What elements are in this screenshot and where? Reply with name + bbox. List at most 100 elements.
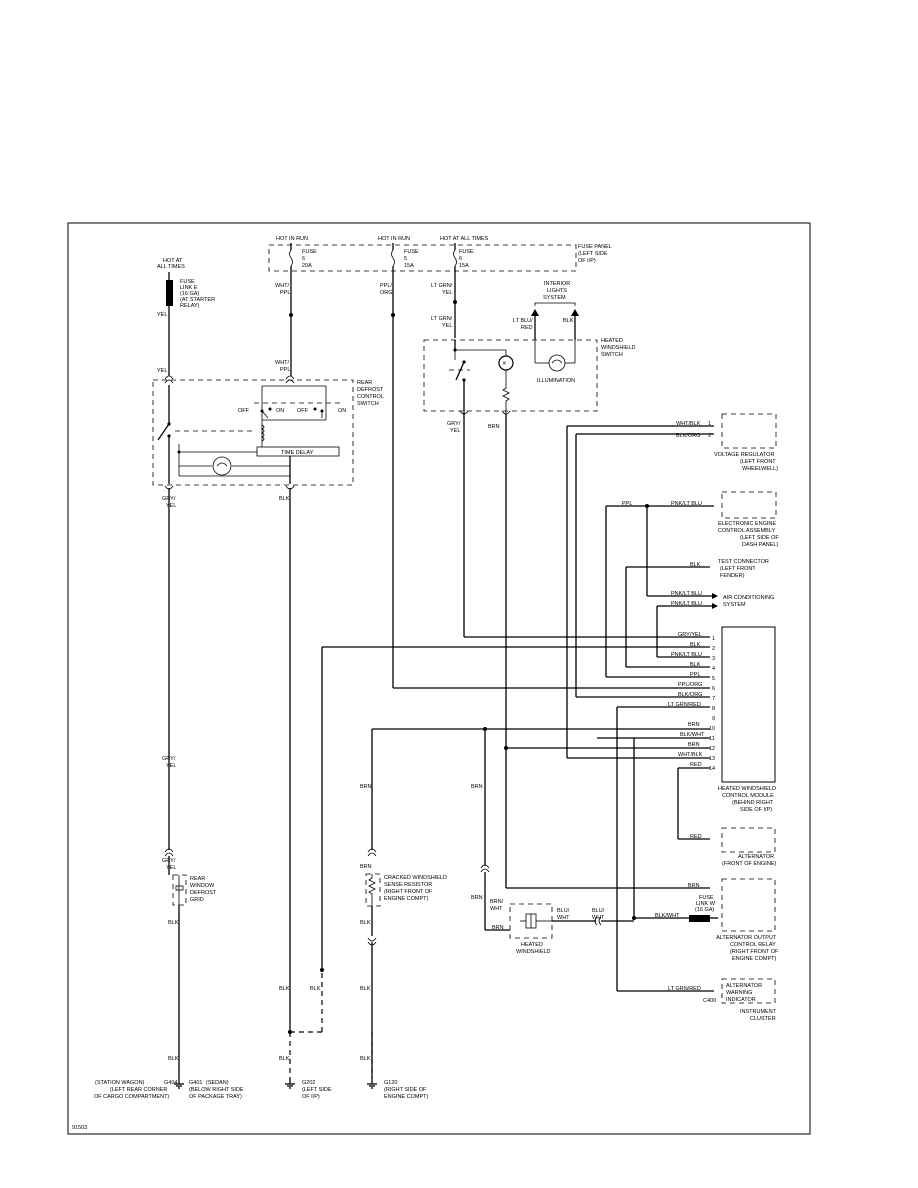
pin-8-num: 8 [712,706,715,712]
pin-9-num: 9 [712,716,715,722]
wire-gry-yel-rear: GRY/ YEL GRY/ YEL GRY/ YEL [162,488,176,875]
brn-label-hw: BRN [471,784,483,790]
voltage-regulator: VOLTAGE REGULATOR (LEFT FRONT WHEELWELL)… [566,413,778,758]
wire-yel-2: YEL [157,368,167,374]
interior-lights-label: INTERIOR LIGHTS SYSTEM [543,281,572,301]
alternator-warning-indicator: ALTERNATOR WARNING INDICATOR INSTRUMENT … [616,707,778,1022]
ac-pnk-2: PNK/LT BLU [671,601,702,607]
wire-brn-switch: BRN [488,414,710,889]
indicator-glyph: ✕ [502,361,507,367]
relay-brn-label: BRN [688,883,700,889]
lt-grn-yel-label-1: LT GRN/ YEL [431,283,454,296]
pin-3-num: 3 [712,656,715,662]
pin-5-wire: PPL [690,672,700,678]
electronic-engine-control: ELECTRONIC ENGINE CONTROL ASSEMBLY (LEFT… [605,491,780,677]
on-label-2: ON [338,408,346,414]
rear-window-defrost-grid: REAR WINDOW DEFROST GRID BLK BLK [168,874,218,1078]
pin-8-wire: LT GRN/RED [668,702,701,708]
alternator-output-relay: ALTERNATOR OUTPUT CONTROL RELAY (RIGHT F… [634,878,779,962]
pin-5-num: 5 [712,676,715,682]
off-label-2: OFF [297,408,309,414]
ground-g120: G120 (RIGHT SIDE OF ENGINE COMPT) [367,1078,428,1100]
blu-wht-label-1: BLU/ WHT [557,908,571,921]
heated-windshield-switch-label: HEATED WINDSHIELD SWITCH [601,338,637,358]
heated-windshield-control-module: HEATED WINDSHIELD CONTROL MODULE (BEHIND… [322,626,776,813]
pin-2-wire: BLK [690,642,701,648]
alt-warning-label: ALTERNATOR WARNING INDICATOR [726,983,764,1003]
pin-6-num: 6 [712,686,715,692]
cracked-resistor-label: CRACKED WINDSHIELD SENSE RESISTOR (RIGHT… [384,875,448,902]
grid-blk-label: BLK [168,920,179,926]
vr-pin-1: 1 [708,421,711,427]
pin-11-wire: BLK/WHT [680,732,705,738]
ground-g202: G202 (LEFT SIDE OF I/P) [285,1078,332,1100]
c400-label: C400 [703,998,716,1004]
pin-3-wire: PNK/LT BLU [671,652,702,658]
hot-in-run-label-2: HOT IN RUN [378,236,410,242]
hot-at-all-times-label: HOT AT ALL TIMES [440,236,489,242]
wire-blk-g202: BLK BLK BLK BLK [279,488,324,1078]
alt-red-label: RED [690,834,702,840]
wht-ppl-label-1: WHT/ PPL [275,283,291,296]
ground-g404: (STATION WAGON) G404 (LEFT REAR CORNER O… [94,1078,184,1100]
pin-7-wire: BLK/ORG [678,692,702,698]
brn-label-switch: BRN [488,424,500,430]
vr-wire-2: BLK/ORG [676,433,700,439]
interior-blk-label: BLK [563,318,574,324]
eec-pnk-label: PNK/LT BLU [671,501,702,507]
wire-wht-ppl: WHT/ PPL WHT/ PPL [275,273,293,376]
eec-label: ELECTRONIC ENGINE CONTROL ASSEMBLY (LEFT… [718,521,780,548]
hot-in-run-label-1: HOT IN RUN [276,236,308,242]
brn-label-resistor: BRN [360,784,372,790]
wht-ppl-label-2: WHT/ PPL [275,360,291,373]
lt-blu-red-label: LT BLU/ RED [513,318,534,331]
off-label-1: OFF [238,408,250,414]
on-label-1: ON [276,408,284,414]
wire-yel-1: YEL [157,312,167,318]
g120-label: G120 (RIGHT SIDE OF ENGINE COMPT) [384,1080,428,1100]
gry-yel-label-switch: GRY/ YEL [447,421,462,434]
pin-14-wire: RED [690,762,702,768]
fuse-link-label: FUSE LINK E (16 GA) (AT STARTER RELAY) [180,279,217,309]
wire-ppl-org: PPL/ ORG [380,273,710,689]
wire-lt-grn-yel: LT GRN/ YEL LT GRN/ YEL [431,273,457,338]
fuse-1-label: FUSE 6 20A [302,249,318,269]
fuse-link-e: HOT AT ALL TIMES FUSE LINK E (16 GA) (AT… [157,258,217,376]
illumination-label: ILLUMINATION [537,378,575,384]
pin-1-wire: GRY/YEL [678,632,702,638]
diagram-frame [67,222,811,1135]
rear-defrost-switch-label: REAR DEFROST CONTROL SWITCH [357,380,385,407]
brn-label-resistor-2: BRN [360,864,372,870]
heated-windshield-switch: HEATED WINDSHIELD SWITCH ✕ ILLUMINATION [423,338,637,415]
test-blk-label: BLK [690,562,701,568]
pin-4-wire: BLK [690,662,701,668]
blk-label-4: BLK [310,986,321,992]
pin-6-wire: PPL/ORG [678,682,702,688]
eec-ppl-label: PPL [622,501,632,507]
pin-10-num: 10 [709,726,715,732]
rear-window-grid-label: REAR WINDOW DEFROST GRID [190,876,218,903]
ac-pnk-1: PNK/LT BLU [671,591,702,597]
resistor-blk-label-2: BLK [360,986,371,992]
resistor-blk-label: BLK [360,920,371,926]
lt-grn-yel-label-2: LT GRN/ YEL [431,316,454,329]
time-delay-label: TIME DELAY [281,450,314,456]
ac-system-label: AIR CONDITIONING SYSTEM [723,595,776,608]
blk-label-3: BLK [279,1056,290,1062]
alt-lt-grn-red-label: LT GRN/RED [668,986,701,992]
interior-lights-system: INTERIOR LIGHTS SYSTEM LT BLU/ RED BLK [513,281,579,340]
instrument-cluster-label: INSTRUMENT CLUSTER [740,1009,778,1022]
blu-wht-label-2: BLU/ WHT [592,908,606,921]
grid-blk-label-2: BLK [168,1056,179,1062]
fuse-panel-label: FUSE PANEL (LEFT SIDE OF I/P) [578,244,613,264]
pin-13-num: 13 [709,756,715,762]
pin-4-num: 4 [712,666,715,672]
fuse-3-label: FUSE 6 15A [459,249,475,269]
ac-system: PNK/LT BLU PNK/LT BLU AIR CONDITIONING S… [647,591,776,657]
cracked-windshield-resistor: CRACKED WINDSHIELD SENSE RESISTOR (RIGHT… [360,873,448,1078]
pin-13-wire: WHT/BLK [678,752,703,758]
relay-blk-wht-label: BLK/WHT [655,913,680,919]
hot-at-all-times-left: HOT AT ALL TIMES [157,258,185,270]
heated-windshield-label: HEATED WINDSHIELD [516,942,551,955]
pin-10-wire: BRN [688,722,700,728]
